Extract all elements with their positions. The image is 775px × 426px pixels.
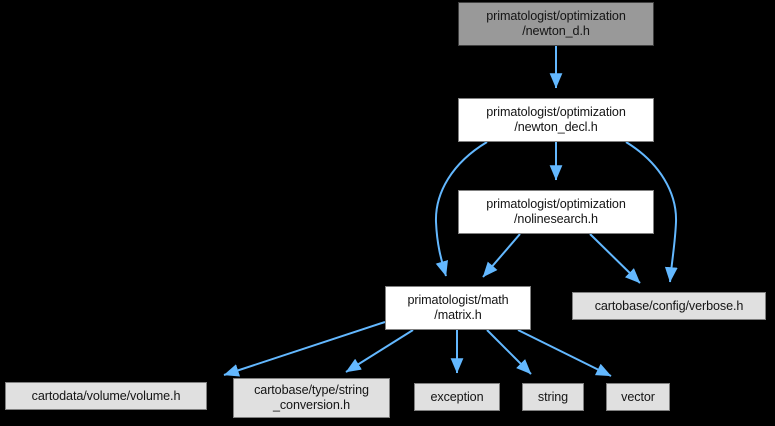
edge-matrix-to-string_conversion [345,329,414,373]
graph-node-label: exception [430,389,484,404]
edge-newton_decl-to-verbose [625,141,678,283]
graph-node-label: cartobase/type/string _conversion.h [254,383,369,412]
graph-node-label: vector [621,389,655,404]
graph-node-string[interactable]: string [522,383,584,411]
edge-nolinesearch-to-verbose [589,233,641,284]
graph-node-nolinesearch[interactable]: primatologist/optimization /nolinesearch… [458,190,654,234]
edge-nolinesearch-to-matrix [482,233,521,278]
graph-node-label: cartobase/config/verbose.h [594,298,744,313]
graph-node-matrix[interactable]: primatologist/math /matrix.h [385,286,531,330]
graph-node-label: primatologist/optimization /newton_d.h [486,9,626,38]
edge-newton_decl-to-matrix [434,141,488,277]
graph-node-verbose[interactable]: cartobase/config/verbose.h [572,292,766,320]
graph-node-label: string [537,389,569,404]
edge-matrix-to-volume [223,321,386,377]
graph-node-label: primatologist/math /matrix.h [407,293,509,322]
edges-group [223,46,678,377]
graph-node-string_conversion[interactable]: cartobase/type/string _conversion.h [233,378,390,418]
graph-node-newton_d[interactable]: primatologist/optimization /newton_d.h [458,2,654,46]
graph-node-vector[interactable]: vector [606,383,670,411]
graph-node-newton_decl[interactable]: primatologist/optimization /newton_decl.… [458,98,654,142]
graph-node-label: primatologist/optimization /newton_decl.… [486,105,626,134]
graph-node-label: cartodata/volume/volume.h [31,388,181,403]
edge-matrix-to-string [486,329,532,375]
graph-node-exception[interactable]: exception [414,383,500,411]
edge-matrix-to-vector [517,329,612,377]
graph-node-volume[interactable]: cartodata/volume/volume.h [5,382,207,410]
graph-node-label: primatologist/optimization /nolinesearch… [486,197,626,226]
